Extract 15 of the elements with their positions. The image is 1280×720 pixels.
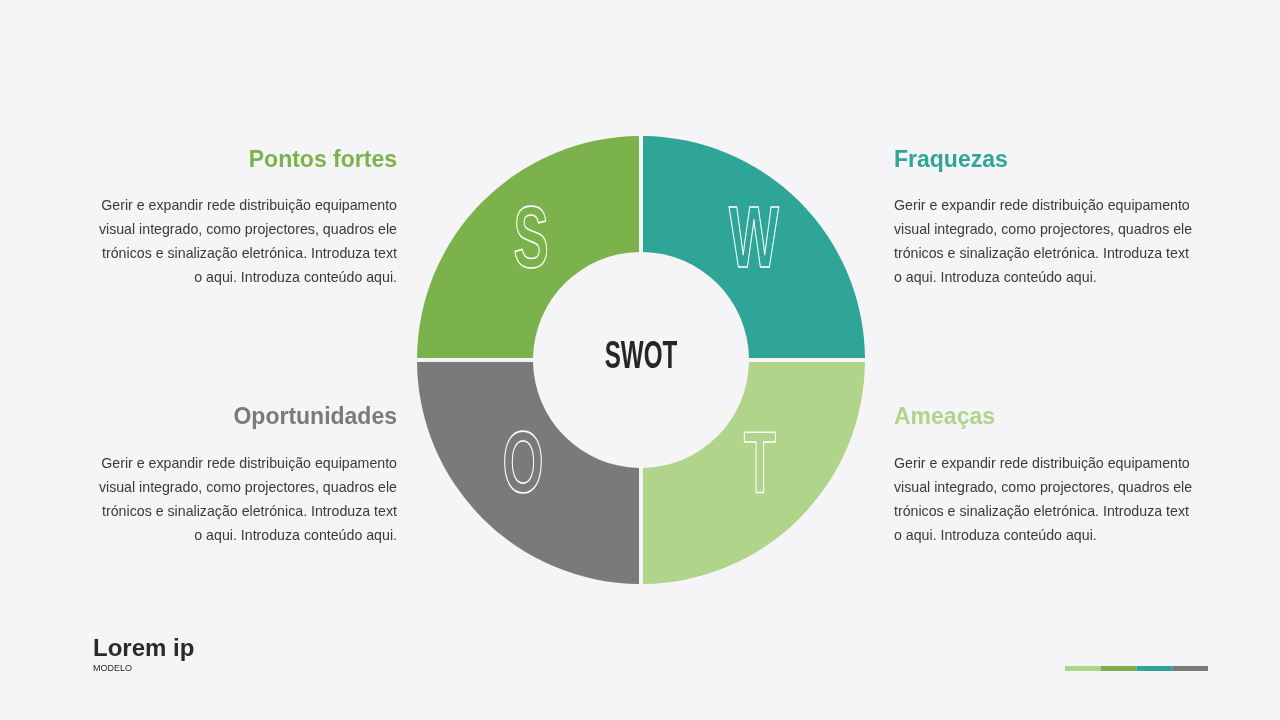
segment-letter: T [743, 418, 777, 506]
center-label: SWOT [604, 334, 678, 374]
description-text: Gerir e expandir rede distribuição equipamento visual integrado, como projectores, quadros ele trónicos e sinalização eletrónica. Introduza text o aqui. Introduza conteúdo aqui. [894, 196, 1194, 287]
footer-subtitle: MODELO [93, 663, 132, 674]
section-heading: Fraquezas [894, 145, 1008, 173]
section-heading: Oportunidades [233, 402, 397, 430]
segment-letter: W [729, 193, 779, 281]
description-text: Gerir e expandir rede distribuição equipamento visual integrado, como projectores, quadros ele trónicos e sinalização eletrónica. Introduza text o aqui. Introduza conteúdo aqui. [97, 454, 397, 545]
section-heading: Ameaças [894, 402, 996, 430]
segment-letter: S [513, 193, 549, 281]
section-heading: Pontos fortes [248, 145, 397, 173]
description-text: Gerir e expandir rede distribuição equipamento visual integrado, como projectores, quadros ele trónicos e sinalização eletrónica. Introduza text o aqui. Introduza conteúdo aqui. [97, 196, 397, 287]
segment-letter: O [502, 418, 544, 506]
footer-title: Lorem ip [93, 634, 195, 662]
description-text: Gerir e expandir rede distribuição equipamento visual integrado, como projectores, quadros ele trónicos e sinalização eletrónica. Introduza text o aqui. Introduza conteúdo aqui. [894, 454, 1194, 545]
